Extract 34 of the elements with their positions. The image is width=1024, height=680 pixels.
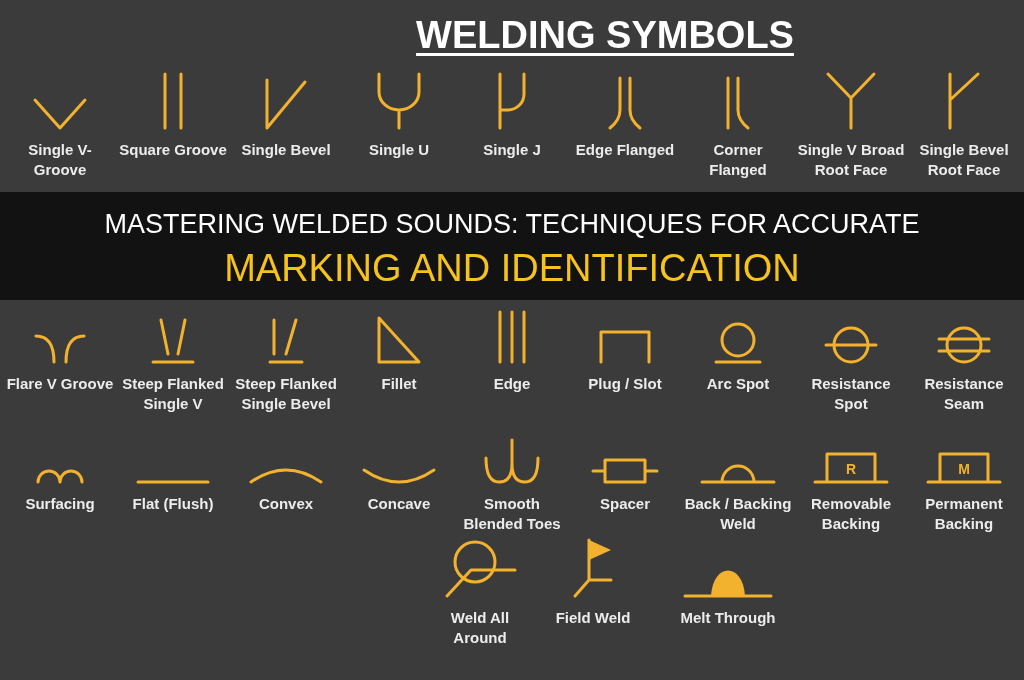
symbol-label: Steep Flanked Single V — [121, 374, 225, 414]
symbol-label: Single V Broad Root Face — [797, 140, 905, 180]
symbol-label: Arc Spot — [706, 374, 770, 394]
symbol-letter: M — [958, 461, 970, 477]
symbol-label: Steep Flanked Single Bevel — [234, 374, 338, 414]
symbol-label: Single Bevel Root Face — [918, 140, 1010, 180]
symbol-label: Permanent Backing — [924, 494, 1004, 534]
symbol-label: Weld All Around — [449, 608, 511, 648]
symbol-label: Resistance Spot — [810, 374, 892, 414]
symbol-label: Single U — [369, 140, 429, 160]
symbol-label: Resistance Seam — [923, 374, 1005, 414]
symbol-label: Back / Backing Weld — [684, 494, 792, 534]
symbol-label: Square Groove — [119, 140, 227, 160]
symbol-label: Melt Through — [680, 608, 776, 628]
symbol-label: Flat (Flush) — [132, 494, 214, 514]
symbol-label: Fillet — [381, 374, 417, 394]
symbol-label: Field Weld — [555, 608, 631, 628]
symbol-label: Surfacing — [25, 494, 95, 514]
symbol-label: Concave — [367, 494, 431, 514]
symbol-label: Removable Backing — [809, 494, 892, 534]
caption-text: MASTERING WELDED SOUNDS: TECHNIQUES FOR ACCURATE MARKING AND IDENTIFICATION — [103, 208, 921, 290]
symbol-label: Plug / Slot — [588, 374, 662, 394]
symbol-label: Flare V Groove — [6, 374, 114, 394]
symbol-label: Edge Flanged — [575, 140, 675, 160]
symbol-label: Single V- Groove — [27, 140, 93, 180]
symbol-label: Spacer — [600, 494, 650, 514]
symbol-label: Edge — [493, 374, 531, 394]
symbol-label: Smooth Blended Toes — [462, 494, 562, 534]
symbol-letter: R — [845, 461, 857, 477]
symbol-label: Corner Flanged — [708, 140, 768, 180]
symbol-label: Single Bevel — [241, 140, 331, 160]
symbol-label: Convex — [258, 494, 314, 514]
diagram-title: WELDING SYMBOLS — [416, 13, 794, 58]
symbol-label: Single J — [483, 140, 541, 160]
